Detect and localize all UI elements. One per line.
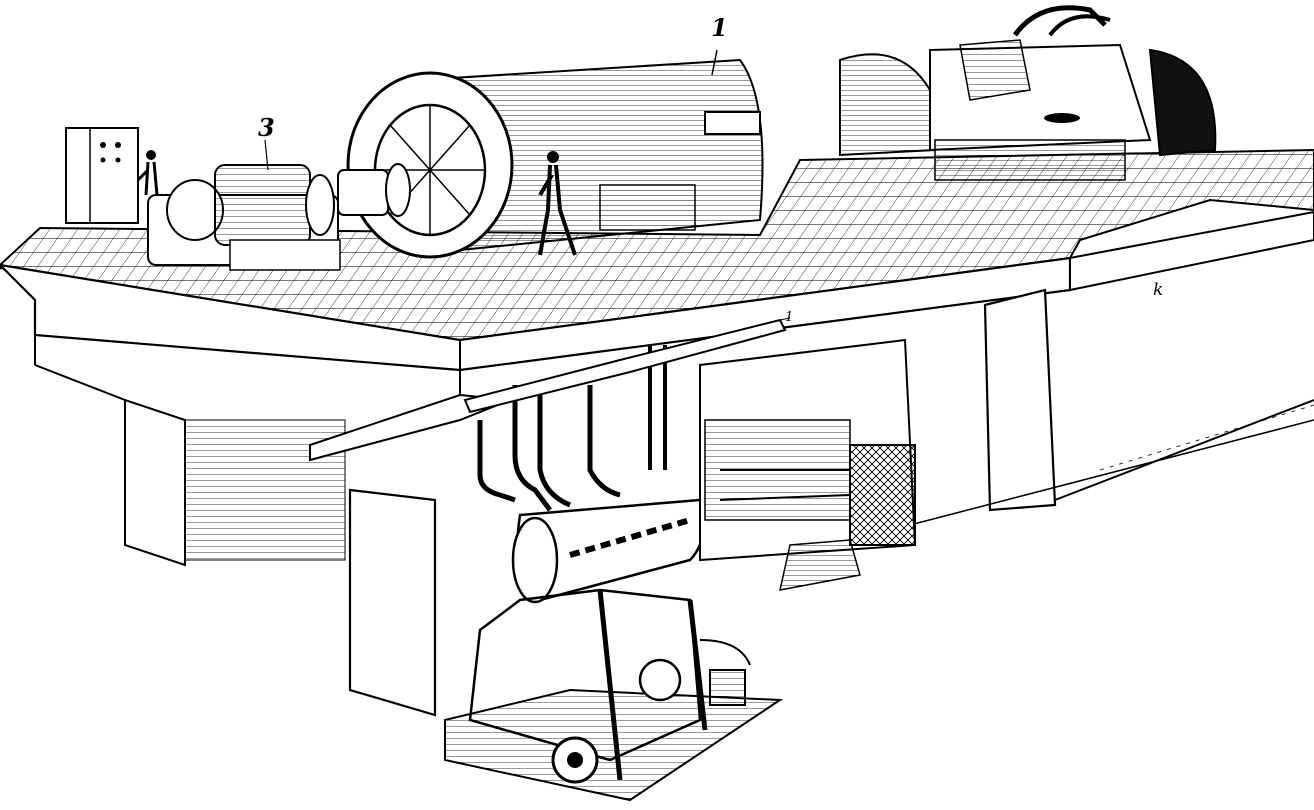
turbine-callout-label: 1 (711, 13, 728, 42)
far-turbine-unit (839, 5, 1217, 181)
lower-floor-plinth (444, 688, 784, 802)
generator-leader-line (264, 139, 269, 171)
switchgear-room (699, 338, 917, 591)
generator-unit (147, 164, 341, 271)
worker-figure-left (136, 150, 159, 196)
condenser-tank (511, 498, 705, 604)
pipe-leader-line (769, 317, 791, 323)
upper-deck-edge (1069, 210, 1314, 292)
control-cabinet (65, 127, 139, 224)
hall-callout-label: k (1153, 280, 1164, 300)
turbine-hall-floor (0, 148, 1314, 395)
pipe-callout-label: 1 (785, 310, 794, 325)
turbine-housing (337, 49, 764, 259)
pipework (463, 318, 787, 512)
pump-frame (468, 588, 751, 784)
support-columns (34, 288, 1314, 717)
generator-callout-label: 3 (258, 113, 275, 142)
